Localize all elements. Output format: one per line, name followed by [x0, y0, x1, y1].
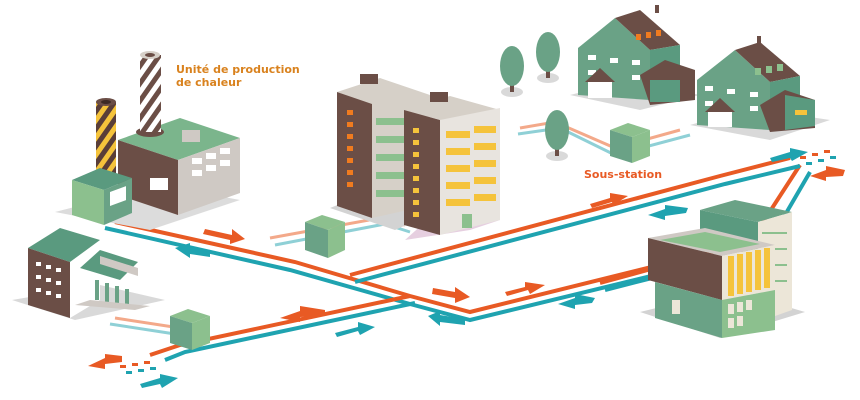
pipe-end-east: [800, 150, 836, 165]
supply-arrow: [203, 229, 245, 244]
supply-arrow: [432, 287, 470, 303]
trees: [500, 32, 569, 161]
return-arrow: [335, 322, 375, 337]
return-arrow-in-east: [770, 148, 808, 162]
houses: [570, 5, 830, 140]
supply-arrow: [505, 282, 545, 296]
flow-arrows: [88, 148, 845, 388]
return-arrow: [428, 311, 465, 326]
return-arrow: [175, 243, 210, 258]
house-left: [570, 5, 700, 110]
supply-arrow-out-east: [810, 166, 845, 181]
chimney-striped: [136, 51, 164, 137]
return-arrow-in-west: [140, 374, 178, 388]
supply-arrow: [590, 193, 628, 208]
pipe-end-southwest: [120, 361, 156, 374]
public-building: [12, 228, 165, 320]
return-pipe-branch-east: [354, 164, 801, 284]
heat-production-plant: [55, 51, 240, 230]
supply-arrow-out-west: [88, 354, 122, 369]
chimney-yellow: [96, 98, 116, 177]
secondary-supply-public: [114, 316, 181, 330]
tree: [545, 110, 569, 161]
substation-public-building: [170, 309, 210, 350]
secondary-return-public: [109, 322, 176, 336]
supply-arrow: [280, 306, 325, 322]
supply-pipe-branch-east: [349, 156, 791, 277]
secondary-return-houses: [517, 126, 691, 157]
return-pipe-branch-southwest: [164, 301, 416, 362]
office-building: [640, 200, 805, 338]
apartment-tower-yellow: [404, 92, 500, 240]
label-substation: Sous-station: [584, 168, 663, 181]
house-right: [690, 36, 830, 140]
tree: [500, 46, 524, 97]
label-heat-production-unit: Unité de production de chaleur: [176, 63, 300, 89]
substation-houses: [610, 123, 650, 163]
substation-apartments: [305, 215, 345, 258]
return-arrow: [648, 205, 688, 220]
tree: [536, 32, 560, 83]
return-arrow: [558, 294, 595, 309]
supply-pipe-branch-office: [599, 266, 656, 285]
apartment-buildings: [330, 74, 500, 240]
